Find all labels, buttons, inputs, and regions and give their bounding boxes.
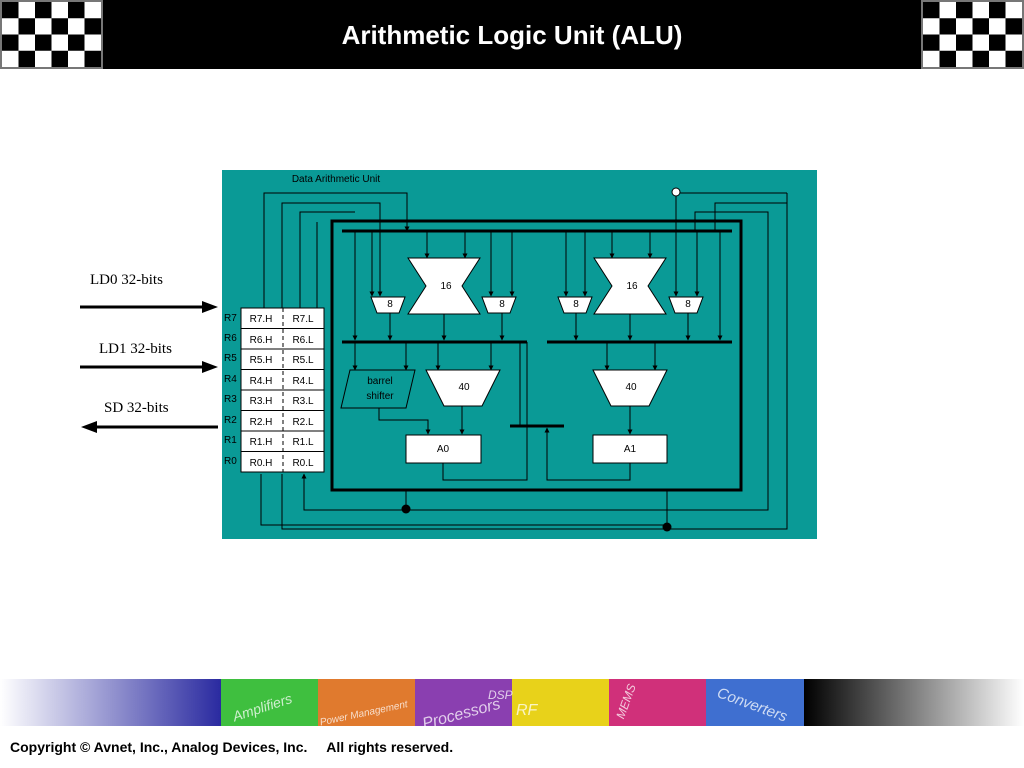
register-low-cell: R0.L (292, 458, 314, 469)
register-high-cell: R3.H (250, 396, 273, 407)
product-category-strip: Amplifiers Power Management Processors D… (0, 679, 1024, 726)
ld0-bus-arrow (80, 301, 218, 313)
svg-text:8: 8 (685, 299, 691, 310)
strip-word: DSP (488, 688, 513, 702)
register-low-cell: R3.L (292, 396, 314, 407)
svg-text:shifter: shifter (366, 391, 394, 402)
register-low-cell: R1.L (292, 437, 314, 448)
strip-word: RF (516, 702, 539, 719)
svg-text:A1: A1 (624, 444, 637, 455)
accumulator-a0: A0 (405, 434, 482, 464)
copyright-text: Copyright © Avnet, Inc., Analog Devices,… (10, 739, 454, 755)
multiplier-width: 16 (626, 281, 638, 292)
register-name: R7 (224, 313, 237, 324)
register-high-cell: R7.H (250, 314, 273, 325)
checkered-flag-icon (921, 0, 1024, 69)
dau-title: Data Arithmetic Unit (292, 174, 381, 185)
header-bar: Arithmetic Logic Unit (ALU) (0, 0, 1024, 69)
register-high-cell: R5.H (250, 355, 273, 366)
mux-8: 8 (557, 296, 593, 314)
register-name: R5 (224, 353, 237, 364)
svg-text:40: 40 (625, 382, 637, 393)
svg-text:barrel: barrel (367, 376, 393, 387)
svg-text:A0: A0 (437, 444, 450, 455)
register-high-cell: R6.H (250, 335, 273, 346)
mux-8: 8 (668, 296, 704, 314)
register-file: R7.H R7.L R6.H R6.L R5.H R5.L R4.H R4.L … (240, 307, 325, 473)
register-name: R6 (224, 333, 237, 344)
svg-text:8: 8 (387, 299, 393, 310)
ld1-bus-label: LD1 32-bits (99, 341, 172, 357)
ld0-bus-label: LD0 32-bits (90, 272, 163, 288)
svg-text:8: 8 (499, 299, 505, 310)
register-low-cell: R6.L (292, 335, 314, 346)
register-high-cell: R4.H (250, 376, 273, 387)
svg-text:8: 8 (573, 299, 579, 310)
ld1-bus-arrow (80, 361, 218, 373)
register-name: R2 (224, 415, 237, 426)
accumulator-a1: A1 (592, 434, 668, 464)
register-name: R4 (224, 374, 237, 385)
sd-bus-label: SD 32-bits (104, 400, 169, 416)
multiplier-width: 16 (440, 281, 452, 292)
sd-bus-arrow (81, 421, 218, 433)
multiplier-left: 16 (407, 257, 481, 315)
register-low-cell: R4.L (292, 376, 314, 387)
register-high-cell: R2.H (250, 417, 273, 428)
svg-text:40: 40 (458, 382, 470, 393)
alu-block-diagram: Data Arithmetic Unit R7 R6 R5 R4 R3 R2 R… (80, 170, 817, 539)
alu-left: 40 (425, 369, 501, 407)
register-low-cell: R5.L (292, 355, 314, 366)
mux-8: 8 (370, 296, 406, 314)
register-name: R3 (224, 394, 237, 405)
page-title: Arithmetic Logic Unit (ALU) (341, 20, 683, 50)
register-name: R0 (224, 456, 237, 467)
register-low-cell: R2.L (292, 417, 314, 428)
register-low-cell: R7.L (292, 314, 314, 325)
register-name: R1 (224, 435, 237, 446)
register-high-cell: R1.H (250, 437, 273, 448)
checkered-flag-icon (0, 0, 103, 69)
register-high-cell: R0.H (250, 458, 273, 469)
inner-datapath-box (330, 219, 743, 492)
mux-8: 8 (481, 296, 517, 314)
alu-right: 40 (592, 369, 668, 407)
barrel-shifter: barrel shifter (340, 369, 416, 409)
multiplier-right: 16 (593, 257, 667, 315)
